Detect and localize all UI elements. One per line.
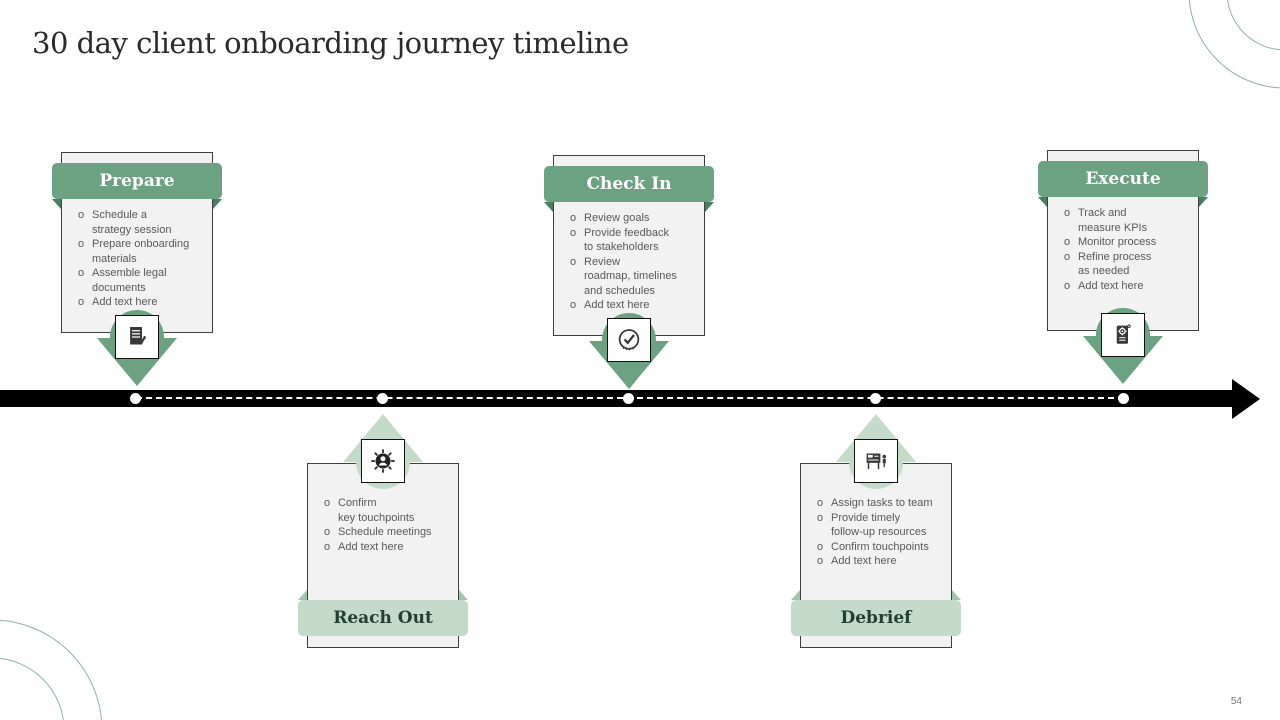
- bullet-marker: o: [1063, 236, 1071, 248]
- process-document-icon: [1101, 313, 1145, 357]
- bullet-marker: o: [77, 267, 85, 279]
- list-item: o Assemble legal documents: [70, 266, 206, 295]
- timeline-arrowhead-icon: [1232, 379, 1260, 419]
- bullet-text: Add text here: [338, 540, 404, 553]
- bullet-marker: o: [816, 555, 824, 567]
- corner-arcs-top-right: [1188, 0, 1280, 89]
- banner-fold: [52, 199, 61, 209]
- bullet-marker: o: [323, 526, 331, 538]
- banner-fold: [298, 590, 307, 600]
- bullet-text: Provide feedback to stakeholders: [584, 226, 669, 254]
- card-title-reach-out: Reach Out: [298, 600, 468, 636]
- bullet-text: Schedule meetings: [338, 526, 432, 538]
- banner-fold: [459, 590, 468, 600]
- bullet-marker: o: [816, 511, 824, 524]
- page-number: 54: [1230, 696, 1242, 707]
- document-pencil-icon: [115, 315, 159, 359]
- bullet-text: Review goals: [584, 212, 650, 224]
- page-title: 30 day client onboarding journey timelin…: [32, 26, 629, 60]
- list-item: o Add text here: [1056, 279, 1192, 294]
- banner-fold: [952, 590, 961, 600]
- list-item: o Provide feedback to stakeholders: [562, 226, 698, 255]
- timeline-marker-dot: [1118, 393, 1129, 404]
- banner-fold: [791, 590, 800, 600]
- bullet-text: Track and measure KPIs: [1078, 207, 1148, 234]
- list-item: o Add text here: [562, 298, 698, 313]
- banner-fold: [1199, 197, 1208, 207]
- timeline-marker-dot: [377, 393, 388, 404]
- list-item: o Add text here: [70, 295, 206, 310]
- list-item: o Schedule a strategy session: [70, 208, 206, 237]
- list-item: o Review goals: [562, 211, 698, 226]
- bullet-marker: o: [816, 497, 824, 509]
- list-item: o Monitor process: [1056, 235, 1192, 250]
- list-item: o Add text here: [316, 540, 452, 555]
- bullet-marker: o: [1063, 279, 1071, 292]
- list-item: o Refine process as needed: [1056, 250, 1192, 279]
- banner-fold: [213, 199, 222, 209]
- bullet-text: Confirm touchpoints: [831, 540, 929, 553]
- list-item: o Add text here: [809, 554, 945, 569]
- bullet-text: Add text here: [1078, 279, 1144, 292]
- bullet-text: Refine process as needed: [1078, 250, 1152, 278]
- bullet-marker: o: [569, 299, 577, 311]
- list-item: o Track and measure KPIs: [1056, 206, 1192, 235]
- timeline-marker-dot: [870, 393, 881, 404]
- list-item: o Prepare onboarding materials: [70, 237, 206, 266]
- list-item: o Provide timely follow-up resources: [809, 511, 945, 540]
- check-circle-icon: [607, 318, 651, 362]
- banner-fold: [1038, 197, 1047, 207]
- bullet-text: Assign tasks to team: [831, 497, 933, 509]
- presentation-board-icon: [854, 439, 898, 483]
- bullet-marker: o: [77, 238, 85, 250]
- bullet-text: Monitor process: [1078, 236, 1157, 248]
- list-item: o Assign tasks to team: [809, 496, 945, 511]
- bullet-text: Confirm key touchpoints: [338, 497, 415, 524]
- bullet-marker: o: [77, 296, 85, 308]
- bullet-marker: o: [569, 226, 577, 239]
- person-network-icon: [361, 439, 405, 483]
- bullet-marker: o: [569, 255, 577, 268]
- bullet-marker: o: [323, 497, 331, 509]
- bullet-marker: o: [77, 209, 85, 221]
- bullet-marker: o: [569, 212, 577, 224]
- card-title-prepare: Prepare: [52, 163, 222, 199]
- bullet-text: Schedule a strategy session: [92, 209, 172, 236]
- bullet-text: Review roadmap, timelines and schedules: [584, 255, 677, 297]
- banner-fold: [705, 202, 714, 212]
- bullet-text: Assemble legal documents: [92, 267, 167, 294]
- bullet-marker: o: [816, 540, 824, 553]
- banner-fold: [544, 202, 553, 212]
- bullet-text: Add text here: [92, 296, 158, 308]
- list-item: o Confirm touchpoints: [809, 540, 945, 555]
- list-item: o Schedule meetings: [316, 525, 452, 540]
- list-item: o Review roadmap, timelines and schedules: [562, 255, 698, 299]
- card-title-check-in: Check In: [544, 166, 714, 202]
- bullet-marker: o: [1063, 250, 1071, 263]
- timeline-marker-dot: [130, 393, 141, 404]
- bullet-text: Prepare onboarding materials: [92, 238, 190, 265]
- bullet-text: Add text here: [584, 299, 650, 311]
- bullet-marker: o: [323, 540, 331, 553]
- list-item: o Confirm key touchpoints: [316, 496, 452, 525]
- card-title-execute: Execute: [1038, 161, 1208, 197]
- timeline-marker-dot: [623, 393, 634, 404]
- corner-arcs-bottom-left: [0, 619, 103, 720]
- card-title-debrief: Debrief: [791, 600, 961, 636]
- bullet-marker: o: [1063, 207, 1071, 219]
- bullet-text: Provide timely follow-up resources: [831, 511, 927, 539]
- bullet-text: Add text here: [831, 555, 897, 567]
